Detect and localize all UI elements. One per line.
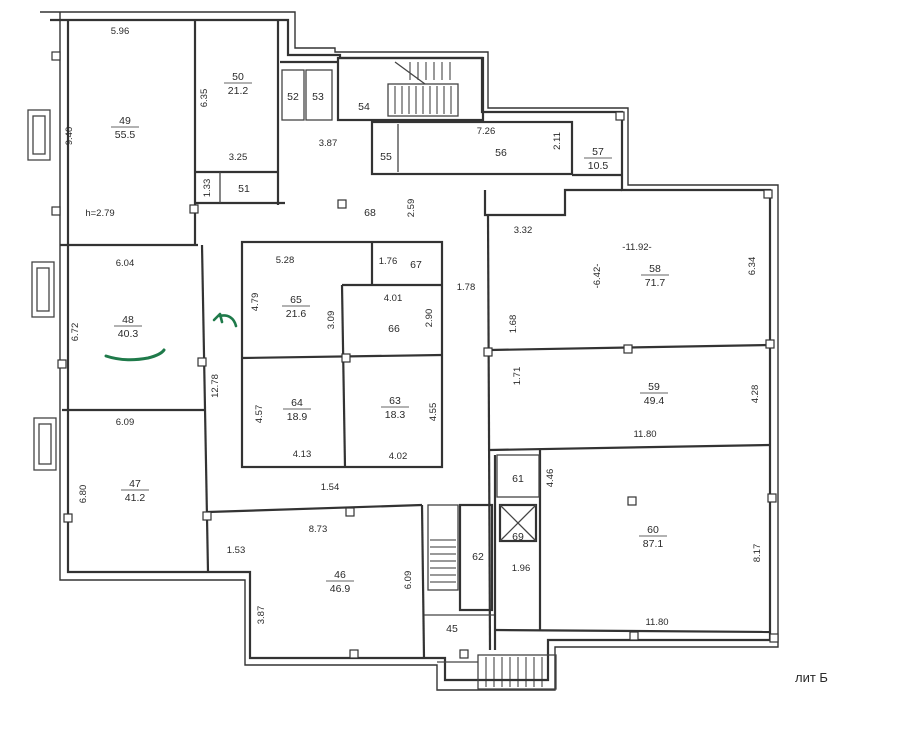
- room-area: 55.5: [115, 129, 136, 141]
- room-number: 69: [512, 531, 524, 543]
- room-area: 21.6: [286, 308, 307, 320]
- dimension-label: -11.92-: [622, 242, 651, 253]
- dimension-label: 9.40: [64, 127, 75, 146]
- dimension-label: 1.54: [321, 482, 340, 493]
- room-number: 47: [129, 478, 141, 490]
- dimension-label: 4.28: [750, 385, 761, 404]
- dimension-label: 3.87: [256, 606, 267, 625]
- room-area: 21.2: [228, 85, 249, 97]
- room-number: 61: [512, 473, 524, 485]
- room-number: 54: [358, 101, 370, 113]
- room-number: 49: [119, 115, 131, 127]
- room-number: 65: [290, 294, 302, 306]
- dimension-label: 1.33: [202, 179, 213, 198]
- dimension-label: 1.53: [227, 545, 246, 556]
- dimension-label: 7.26: [477, 126, 496, 137]
- dimension-label: 4.01: [384, 293, 403, 304]
- dimension-label: 4.02: [389, 451, 408, 462]
- handwritten-mark: [104, 348, 166, 362]
- room-number: 45: [446, 623, 458, 635]
- room-number: 52: [287, 91, 299, 103]
- room-number: 56: [495, 147, 507, 159]
- room-number: 50: [232, 71, 244, 83]
- stairs-top: [387, 61, 459, 117]
- dimension-label: 8.73: [309, 524, 328, 535]
- dimension-label: 1.78: [457, 282, 476, 293]
- room-area: 49.4: [644, 395, 665, 407]
- dimension-label: 2.59: [406, 199, 417, 218]
- dimension-label: 5.96: [111, 26, 130, 37]
- room-number: 68: [364, 207, 376, 219]
- room-area: 46.9: [330, 583, 351, 595]
- dimension-label: 1.68: [508, 315, 519, 334]
- dimension-label: 6.09: [403, 571, 414, 590]
- dimension-label: 4.46: [545, 469, 556, 488]
- dimension-label: 6.34: [747, 257, 758, 276]
- dimension-label: 1.71: [512, 367, 523, 386]
- dimension-label: 6.80: [78, 485, 89, 504]
- dimension-label: 11.80: [645, 617, 668, 628]
- columns: [51, 51, 779, 659]
- room-number: 53: [312, 91, 324, 103]
- room-number: 58: [649, 263, 661, 275]
- dimension-label: 2.11: [552, 132, 563, 150]
- dimension-label: 4.13: [293, 449, 312, 460]
- stairs-bottom-entrance: [437, 654, 557, 691]
- dimension-label: 6.72: [70, 323, 81, 342]
- room-number: 62: [472, 551, 484, 563]
- room-number: 48: [122, 314, 134, 326]
- room-labels: 49 55.5 50 21.2 51 52 53 54 55 56 57 10.5 68 58 71.7 48…: [111, 71, 669, 635]
- dimension-label: 1.76: [379, 256, 398, 267]
- handwritten-arrow: [212, 312, 238, 328]
- room-number: 57: [592, 146, 604, 158]
- dimension-labels: 5.96 9.40 6.35 3.25 1.33 h=2.79 3.87 7.26 2.11 2.…: [64, 26, 763, 628]
- dimension-label: 4.79: [250, 293, 261, 312]
- dimension-label: -6.42-: [592, 264, 603, 289]
- dimension-label: 2.90: [424, 309, 435, 328]
- room-number: 55: [380, 151, 392, 163]
- dimension-label: 6.35: [199, 89, 210, 108]
- dimension-label: 8.17: [752, 544, 763, 563]
- room-area: 41.2: [125, 492, 146, 504]
- sheet-label: лит Б: [795, 670, 828, 685]
- room-number: 63: [389, 395, 401, 407]
- dimension-label: 5.28: [276, 255, 295, 266]
- room-number: 51: [238, 183, 250, 195]
- dimension-label: 1.96: [512, 563, 531, 574]
- dimension-label: 6.04: [116, 258, 135, 269]
- room-number: 67: [410, 259, 422, 271]
- room-number: 60: [647, 524, 659, 536]
- room-area: 18.3: [385, 409, 406, 421]
- room-number: 46: [334, 569, 346, 581]
- room-number: 64: [291, 397, 303, 409]
- room-area: 18.9: [287, 411, 308, 423]
- dimension-label: 4.55: [428, 403, 439, 422]
- dimension-label: 3.25: [229, 152, 248, 163]
- dimension-label: 4.57: [254, 405, 265, 424]
- dimension-label: 12.78: [210, 374, 221, 398]
- room-number: 66: [388, 323, 400, 335]
- stairs-bottom-left: [430, 539, 456, 583]
- room-area: 87.1: [643, 538, 664, 550]
- dimension-label: 3.32: [514, 225, 533, 236]
- room-area: 40.3: [118, 328, 139, 340]
- dimension-label: 11.80: [633, 429, 656, 440]
- dimension-label: 6.09: [116, 417, 135, 428]
- room-number: 59: [648, 381, 660, 393]
- dimension-label: 3.09: [326, 311, 337, 330]
- dimension-label: 3.87: [319, 138, 338, 149]
- room-area: 71.7: [645, 277, 666, 289]
- room-area: 10.5: [588, 160, 609, 172]
- dimension-label: h=2.79: [85, 208, 114, 219]
